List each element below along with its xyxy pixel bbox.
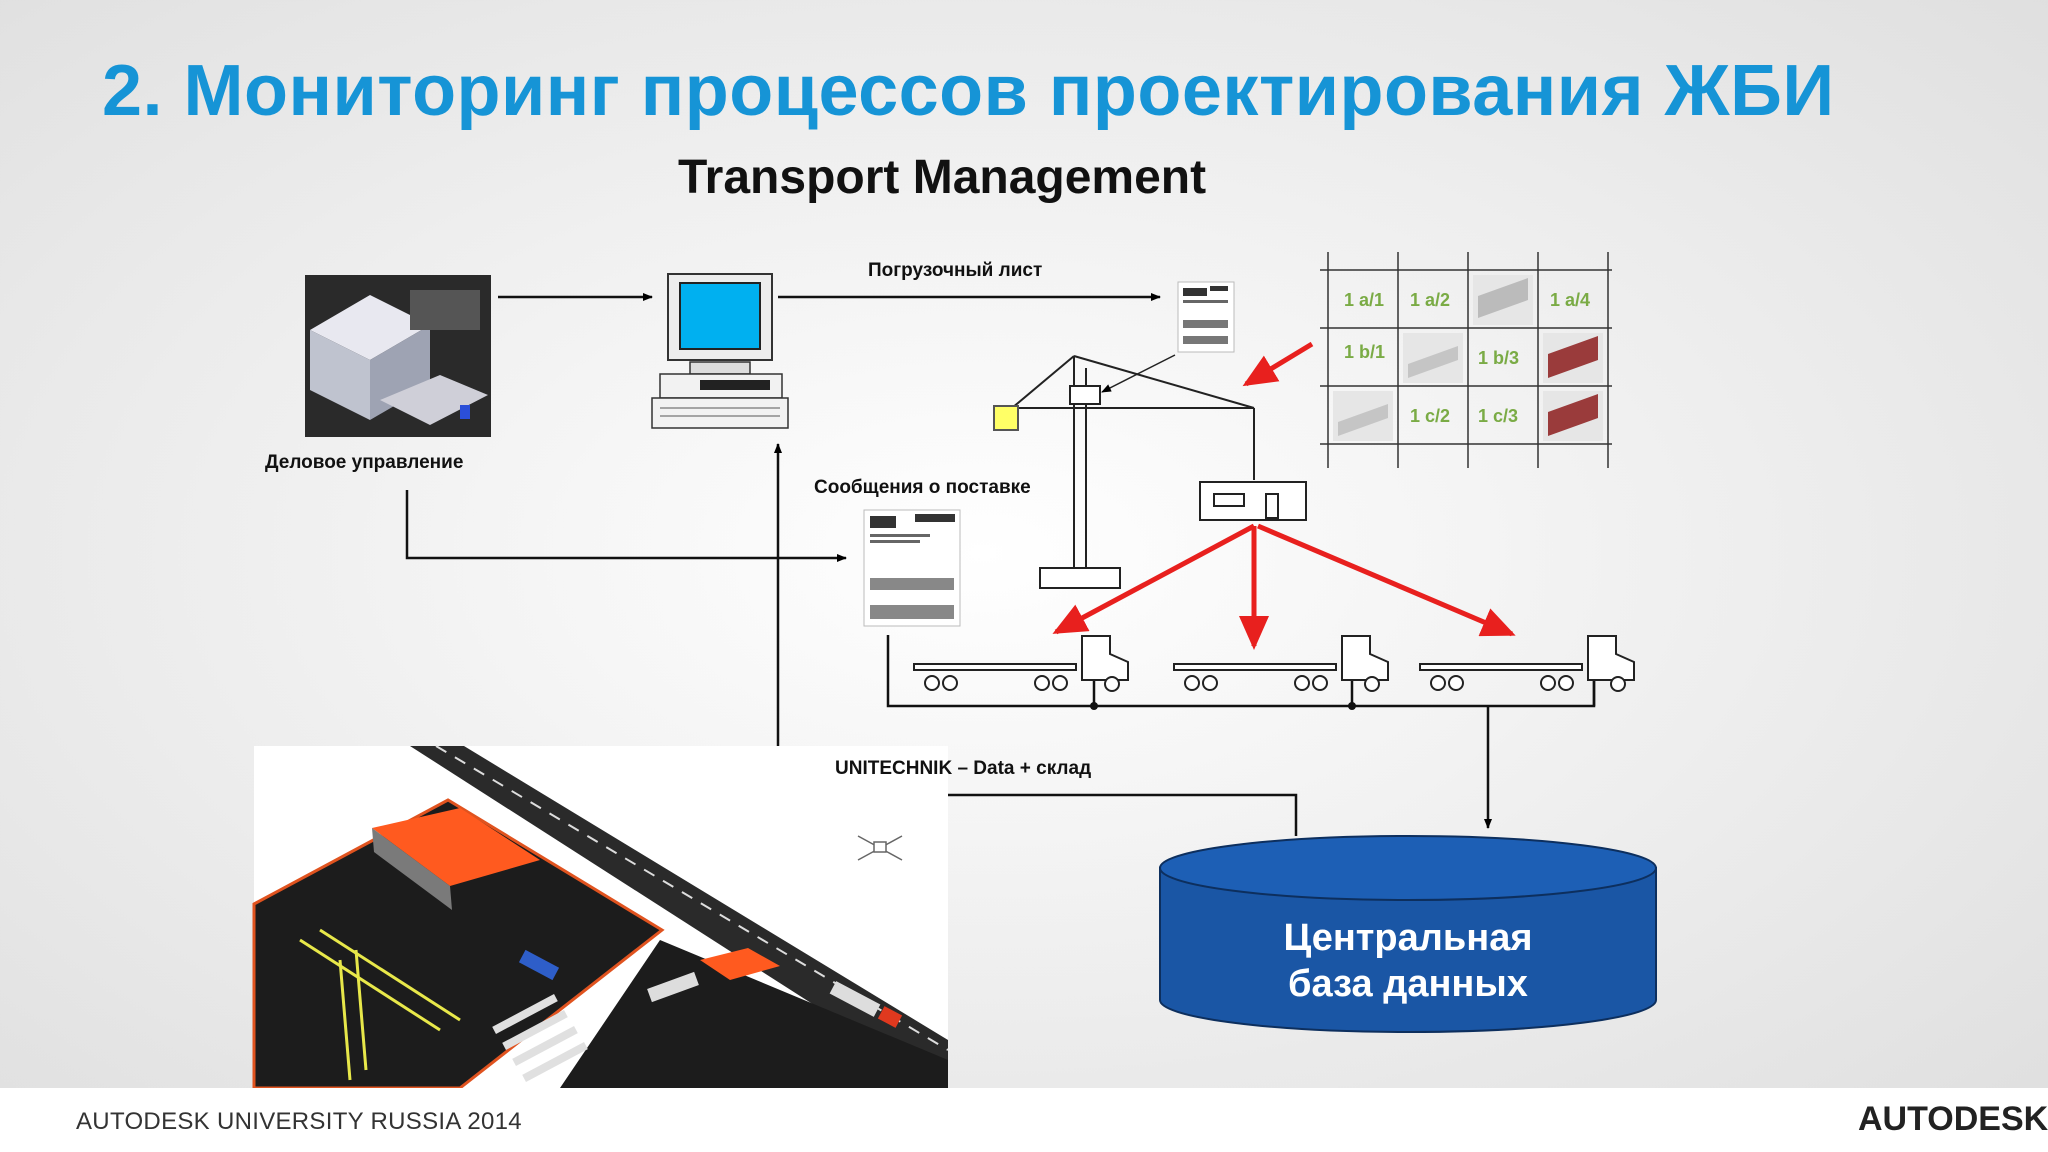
plant-layout-image	[252, 745, 949, 1090]
database-label-line1: Центральная	[1283, 917, 1533, 959]
central-database-label: Центральная база данных	[1160, 915, 1656, 1007]
crane-diagram	[993, 355, 1307, 589]
truck-icon	[913, 635, 1129, 692]
storage-rack-images	[1333, 275, 1603, 441]
slide-subtitle: Transport Management	[678, 151, 1207, 204]
delivery-messages-label: Сообщения о поставке	[814, 477, 1031, 498]
truck-icon	[1173, 635, 1389, 692]
footer-brand-text: AUTODESK.	[1858, 1100, 2048, 1138]
database-label-line2: база данных	[1288, 963, 1528, 1005]
central-database-cylinder	[1159, 835, 1657, 1033]
storage-grid	[1320, 252, 1612, 468]
loading-list-document-icon	[1177, 281, 1235, 353]
grid-cell-label: 1 b/1	[1344, 342, 1386, 362]
truck-icon	[1419, 635, 1635, 692]
computer-icon	[651, 273, 789, 429]
grid-cell-label: 1 c/3	[1478, 406, 1519, 426]
footer-event-text: AUTODESK UNIVERSITY RUSSIA 2014	[76, 1108, 522, 1135]
office-building-image	[305, 275, 491, 437]
footer-bar	[0, 1088, 2048, 1152]
loading-list-label: Погрузочный лист	[868, 260, 1043, 281]
grid-cell-label: 1 a/4	[1550, 290, 1591, 310]
flow-connectors	[405, 293, 1598, 836]
delivery-message-document-icon	[863, 509, 961, 627]
slide-title: 2. Мониторинг процессов проектирования Ж…	[102, 51, 1835, 131]
grid-cell-label: 1 c/2	[1410, 406, 1451, 426]
business-management-label: Деловое управление	[265, 452, 464, 473]
grid-cell-label: 1 a/1	[1344, 290, 1385, 310]
grid-cell-label: 1 b/3	[1478, 348, 1520, 368]
red-arrows	[1052, 341, 1516, 650]
grid-cell-label: 1 a/2	[1410, 290, 1451, 310]
unitechnik-label: UNITECHNIK – Data + склад	[835, 758, 1092, 779]
